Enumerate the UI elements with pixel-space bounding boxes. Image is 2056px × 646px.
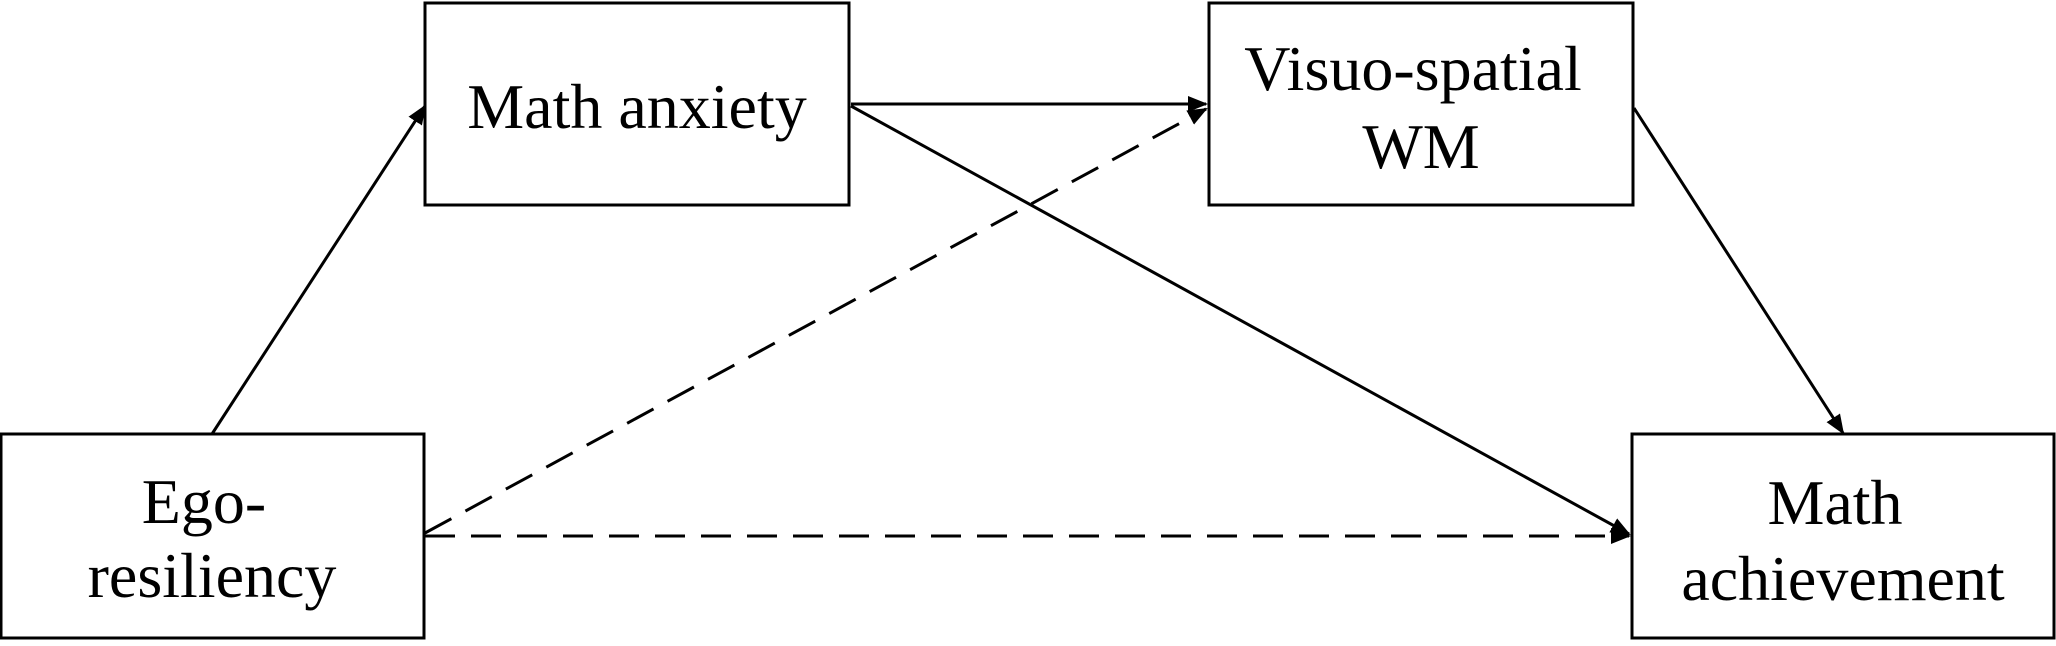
svg-text:Visuo-spatial WM: Visuo-spatial WM <box>1244 33 1597 182</box>
node-math-anxiety: Math anxiety <box>423 1 851 207</box>
node-ego-resiliency-line-2: resiliency <box>88 540 337 611</box>
node-visuo-spatial-wm-line-2: WM <box>1362 111 1479 182</box>
edge-math-anxiety-to-math-achievement <box>850 104 1631 536</box>
node-math-achievement-line-2: achievement <box>1681 543 2005 614</box>
node-ego-resiliency: Ego- resiliency <box>0 432 426 640</box>
svg-text:Ego- resiliency: Ego- resiliency <box>88 466 337 611</box>
node-math-anxiety-line-1: Math anxiety <box>467 71 806 142</box>
node-ego-resiliency-line-1: Ego- <box>142 466 266 537</box>
node-visuo-spatial-wm-line-1: Visuo-spatial <box>1244 33 1581 104</box>
edge-ego-resiliency-to-visuo-spatial-wm-dashed <box>424 107 1208 535</box>
node-visuo-spatial-wm: Visuo-spatial WM <box>1207 1 1635 207</box>
edge-ego-resiliency-to-math-anxiety <box>210 104 427 435</box>
node-math-achievement-line-1: Math <box>1767 467 1902 538</box>
edge-visuo-spatial-wm-to-math-achievement <box>1632 107 1845 435</box>
node-math-achievement: Math achievement <box>1630 432 2056 640</box>
svg-text:Math achievement: Math achievement <box>1681 467 2005 614</box>
svg-text:Math anxiety: Math anxiety <box>467 71 806 142</box>
